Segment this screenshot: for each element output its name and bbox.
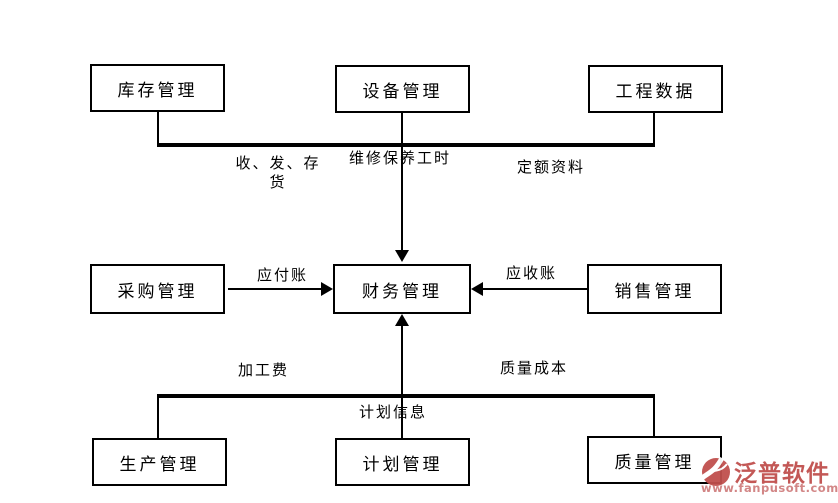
box-label: 工程数据 xyxy=(615,81,696,102)
box-sales-management: 销售管理 xyxy=(587,264,722,314)
arrowhead-into-finance-right xyxy=(471,282,483,296)
connector-sales-to-finance xyxy=(483,288,587,290)
box-procurement-management: 采购管理 xyxy=(90,264,225,314)
edge-label-quality-cost: 质量成本 xyxy=(500,359,569,377)
connector-equipment-to-finance xyxy=(401,113,403,252)
connector-quality-stub xyxy=(653,396,655,436)
arrowhead-into-finance-left xyxy=(321,282,333,296)
connector-engineering-stub xyxy=(653,112,655,146)
box-label: 设备管理 xyxy=(362,81,443,102)
edge-label-processing-fee: 加工费 xyxy=(238,361,290,379)
box-quality-management: 质量管理 xyxy=(587,436,722,484)
box-label: 库存管理 xyxy=(117,80,198,101)
box-engineering-data: 工程数据 xyxy=(588,65,723,113)
connector-production-stub xyxy=(157,396,159,438)
box-label: 生产管理 xyxy=(119,454,200,475)
edge-label-receive-send-store: 收、发、存 货 xyxy=(230,154,326,192)
box-production-management: 生产管理 xyxy=(92,438,227,486)
edge-label-maintenance-hours: 维修保养工时 xyxy=(349,149,452,167)
box-inventory-management: 库存管理 xyxy=(90,64,225,112)
edge-label-quota-data: 定额资料 xyxy=(517,158,586,176)
watermark-logo: 泛普软件 www.fanpusoft.com xyxy=(698,452,838,500)
edge-label-line1: 收、发、存 xyxy=(235,154,321,172)
connector-procurement-to-finance xyxy=(228,288,323,290)
connector-top-trunk xyxy=(157,143,655,147)
watermark-url-text: www.fanpusoft.com xyxy=(701,481,838,495)
box-label: 采购管理 xyxy=(117,281,198,302)
connector-planning-to-finance xyxy=(401,324,403,438)
edge-label-plan-info: 计划信息 xyxy=(359,403,428,421)
connector-bottom-trunk xyxy=(157,394,655,398)
box-label: 销售管理 xyxy=(614,281,695,302)
watermark-brand-text: 泛普软件 xyxy=(734,460,830,487)
box-finance-management: 财务管理 xyxy=(333,264,471,314)
connector-inventory-stub xyxy=(157,112,159,146)
arrowhead-into-finance-bottom xyxy=(395,314,409,326)
edge-label-accounts-receivable: 应收账 xyxy=(506,264,558,282)
arrowhead-into-finance-top xyxy=(395,250,409,262)
box-equipment-management: 设备管理 xyxy=(335,65,470,113)
box-label: 财务管理 xyxy=(362,281,442,302)
edge-label-accounts-payable: 应付账 xyxy=(257,266,309,284)
fanpu-logo-icon xyxy=(700,456,730,486)
edge-label-line2: 货 xyxy=(269,173,287,191)
box-planning-management: 计划管理 xyxy=(335,438,470,486)
box-label: 质量管理 xyxy=(614,452,695,473)
box-label: 计划管理 xyxy=(362,454,443,475)
